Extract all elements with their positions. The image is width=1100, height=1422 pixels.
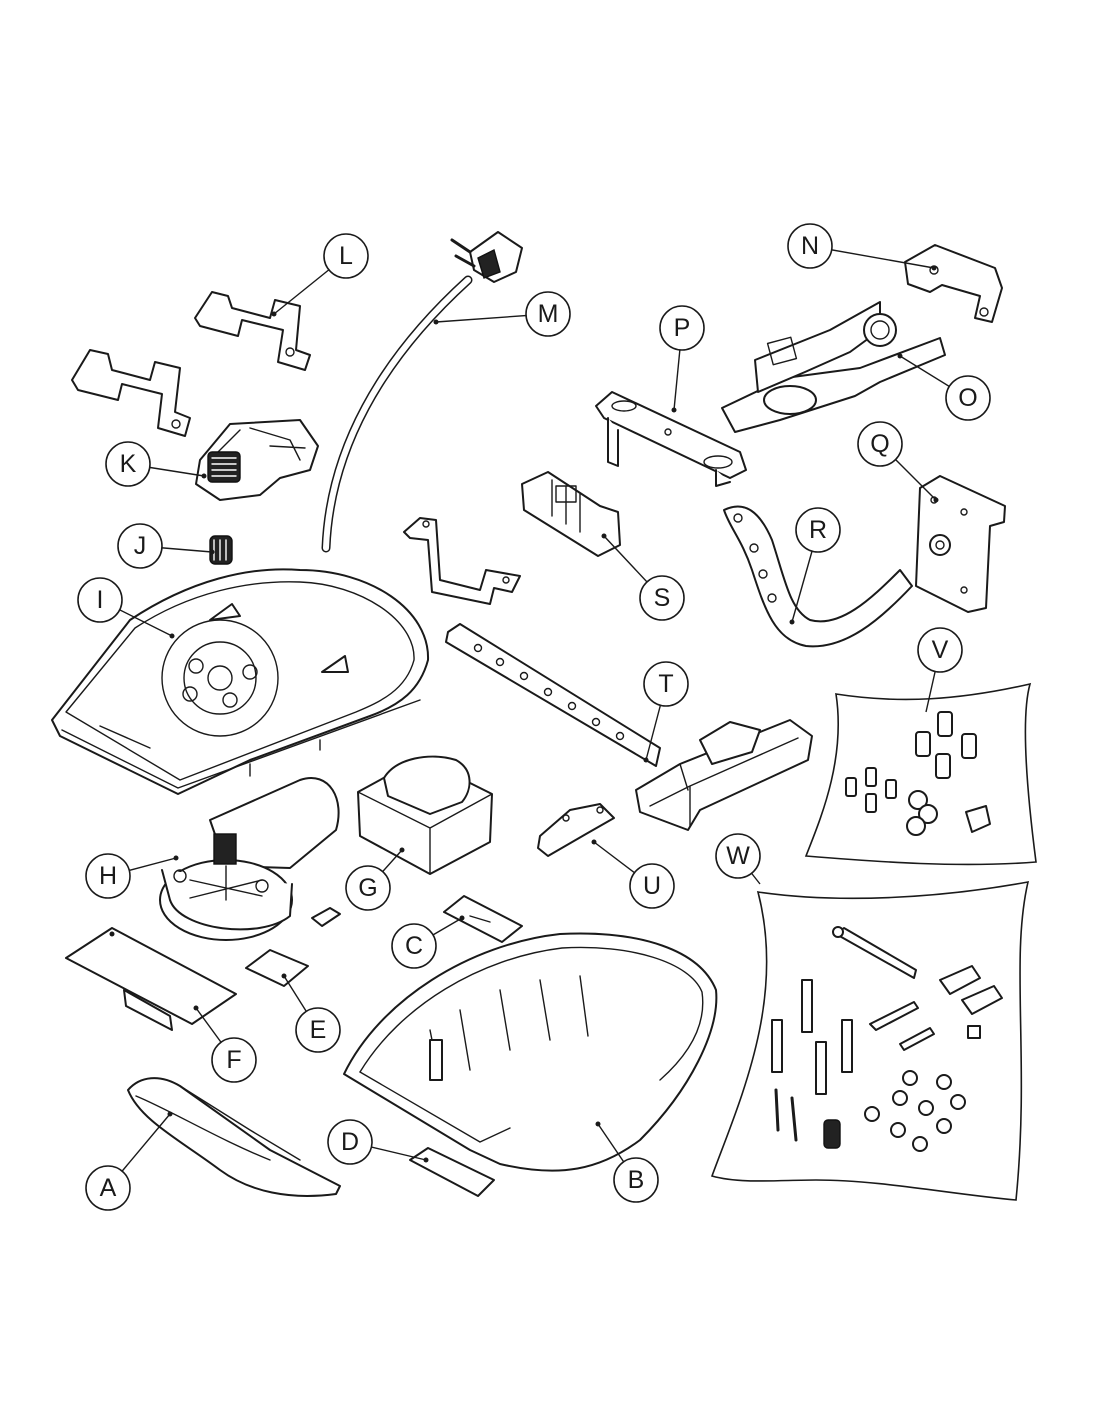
svg-text:Q: Q <box>870 430 889 458</box>
svg-text:B: B <box>628 1166 645 1194</box>
callout-s: S <box>639 575 685 621</box>
callout-q: Q <box>857 421 903 467</box>
bag-w-fasteners <box>771 926 1003 1152</box>
part-g-transformer <box>357 755 493 875</box>
svg-text:W: W <box>726 842 750 870</box>
part-f-large-pcb <box>65 927 237 1031</box>
callout-i: I <box>77 577 123 623</box>
callout-v: V <box>917 627 963 673</box>
svg-text:A: A <box>100 1174 117 1202</box>
svg-text:G: G <box>358 874 377 902</box>
callout-k: K <box>105 441 151 487</box>
part-r-curved-arm <box>723 505 913 648</box>
svg-text:L: L <box>339 242 353 270</box>
callout-l: L <box>323 233 369 279</box>
part-small-washer <box>311 907 341 927</box>
svg-text:U: U <box>643 872 661 900</box>
part-k-switch-assembly <box>195 419 319 501</box>
callout-g: G <box>345 865 391 911</box>
part-m-power-cable <box>321 231 523 553</box>
svg-text:H: H <box>99 862 117 890</box>
svg-text:R: R <box>809 516 827 544</box>
part-l-bracket <box>71 291 311 437</box>
bag-v-bolts <box>845 711 991 836</box>
part-c-small-pcb <box>443 895 523 943</box>
svg-text:J: J <box>134 532 147 560</box>
svg-text:E: E <box>310 1016 327 1044</box>
part-j-spacer <box>209 535 233 565</box>
callout-w: W <box>715 833 761 879</box>
part-b-cover <box>343 932 718 1172</box>
part-e-plate <box>245 949 309 987</box>
part-p-slide-bracket <box>595 391 747 487</box>
svg-text:S: S <box>654 584 671 612</box>
callout-o: O <box>945 375 991 421</box>
svg-text:D: D <box>341 1128 359 1156</box>
callout-f: F <box>211 1037 257 1083</box>
svg-text:F: F <box>226 1046 241 1074</box>
svg-text:V: V <box>932 636 949 664</box>
part-s-guide-block <box>521 471 621 557</box>
part-u-release-link <box>537 803 615 857</box>
callout-a: A <box>85 1165 131 1211</box>
callout-m: M <box>525 291 571 337</box>
svg-text:C: C <box>405 932 423 960</box>
part-o-trolley <box>721 301 946 433</box>
svg-text:O: O <box>958 384 977 412</box>
callout-c: C <box>391 923 437 969</box>
callout-n: N <box>787 223 833 269</box>
svg-text:N: N <box>801 232 819 260</box>
svg-text:T: T <box>658 670 673 698</box>
part-i-chassis <box>51 568 430 795</box>
part-v-hardware-bag <box>804 682 1037 866</box>
part-small-bracket <box>403 517 521 605</box>
svg-text:P: P <box>674 314 691 342</box>
svg-text:K: K <box>120 450 137 478</box>
part-w-hardware-bag <box>710 880 1030 1201</box>
callout-p: P <box>659 305 705 351</box>
callout-u: U <box>629 863 675 909</box>
part-a-front-cover <box>127 1077 341 1197</box>
callout-t: T <box>643 661 689 707</box>
callout-j: J <box>117 523 163 569</box>
callouts: A B C D E F G H I J K L M N O P Q R S T … <box>77 223 991 1211</box>
part-t-rail-boom <box>445 623 813 831</box>
callout-r: R <box>795 507 841 553</box>
svg-text:M: M <box>538 300 559 328</box>
callout-h: H <box>85 853 131 899</box>
callout-d: D <box>327 1119 373 1165</box>
part-d-label <box>409 1147 495 1197</box>
part-q-wall-bracket <box>915 475 1006 613</box>
part-n-mount-bracket <box>904 244 1003 323</box>
callout-e: E <box>295 1007 341 1053</box>
callout-b: B <box>613 1157 659 1203</box>
svg-text:I: I <box>97 586 104 614</box>
part-h-motor <box>159 777 340 941</box>
